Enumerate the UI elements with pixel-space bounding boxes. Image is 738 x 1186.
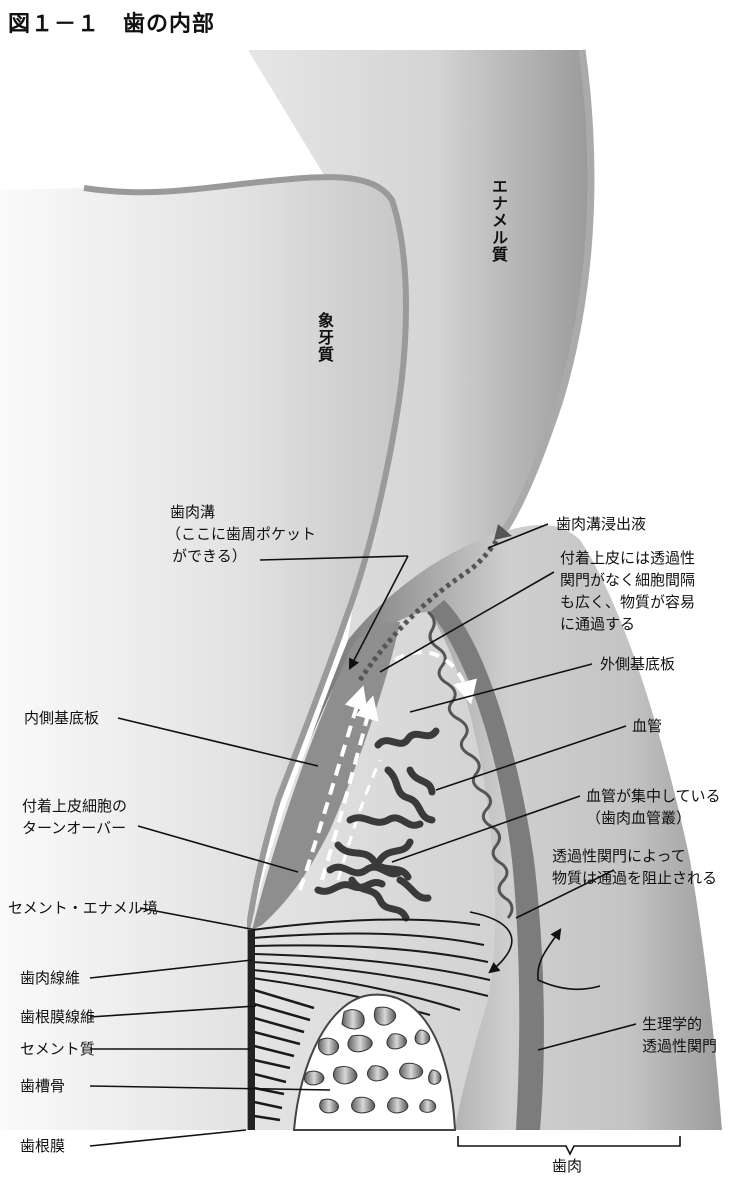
pdl-fibers-label: 歯根膜線維 (20, 1008, 96, 1026)
blood-vessel-label: 血管 (632, 717, 663, 735)
gingiva-bracket (457, 1136, 681, 1156)
figure-title: 図１－１ 歯の内部 (8, 12, 216, 37)
pdl-label: 歯根膜 (20, 1137, 66, 1155)
pdl-fiber-lines (253, 988, 315, 1122)
je-turnover-label-1: 付着上皮細胞の (22, 797, 128, 815)
leader-blood-vessel (435, 725, 627, 791)
enamel-label: エナメル質 (489, 178, 508, 263)
leader-physio (537, 1023, 637, 1051)
cementum-label: セメント質 (20, 1040, 95, 1058)
gingival-sulcus-label: 歯肉溝 (170, 503, 216, 521)
leader-barrier-arrow-1 (469, 911, 513, 974)
bone-trabeculae (303, 1006, 442, 1114)
leader-sulcus-arrow (348, 555, 409, 670)
je-note-1: 付着上皮には透過性 (560, 549, 696, 567)
alveolar-bone-label: 歯槽骨 (20, 1077, 66, 1095)
gingival-sulcus-note-1: （ここに歯周ポケット (166, 525, 317, 543)
leader-barrier-1 (515, 869, 615, 919)
gcf-flow-arrow (357, 530, 505, 682)
alveolar-bone (292, 993, 457, 1131)
turnover-arrow-2 (320, 695, 379, 881)
gingival-fibers-label: 歯肉線維 (20, 969, 81, 987)
barrier-label-1: 透過性関門によって (552, 847, 686, 865)
vascular-plexus-label-1: 血管が集中している (586, 787, 721, 805)
dentin-label: 象牙質 (315, 312, 334, 363)
leader-alveolar-bone (89, 1085, 331, 1091)
enamel-layer (248, 50, 591, 690)
je-note-2: 関門がなく細胞間隔 (560, 571, 696, 589)
outer-basal-lamina-line (427, 610, 514, 919)
barrier-label-2: 物質は通過を阻止される (552, 869, 718, 887)
dentin-layer (0, 177, 406, 1130)
leader-gcf (487, 523, 549, 549)
barrier-band (430, 600, 544, 1130)
turnover-arrow-1 (298, 685, 368, 891)
je-turnover-label-2: ターンオーバー (22, 819, 127, 837)
leader-sulcus (259, 555, 409, 561)
physiological-barrier-label-2: 透過性関門 (642, 1037, 718, 1055)
inner-basal-lamina-label: 内側基底板 (24, 709, 100, 727)
gingival-sulcus-note-2: ができる） (172, 547, 247, 565)
cej-label: セメント・エナメル境 (8, 899, 158, 917)
leader-je-note (379, 571, 555, 673)
leader-plexus (391, 795, 581, 863)
vascular-plexus-label-2: （歯肉血管叢） (586, 809, 692, 827)
leader-outer-basal-lamina (409, 663, 593, 713)
leader-gingival-fibers (89, 959, 253, 979)
je-note-3: も広く、物質が容易 (560, 593, 696, 611)
leader-je-turnover (137, 825, 299, 873)
leader-lines (89, 523, 637, 1147)
leader-inner-basal-lamina (117, 717, 319, 767)
blood-vessels (314, 727, 440, 922)
gcf-label: 歯肉溝浸出液 (556, 515, 647, 533)
enamel-rim (495, 49, 595, 543)
dentin-outline (83, 174, 409, 1130)
leader-barrier-arrow-2 (537, 928, 562, 981)
je-note-4: に通過する (560, 615, 636, 633)
cementum-strip (248, 930, 255, 1130)
leader-cej (139, 907, 257, 931)
leader-pdl-fibers (89, 1005, 257, 1018)
connective-tissue (250, 612, 496, 1130)
gingiva-label: 歯肉 (552, 1157, 583, 1175)
gingival-fiber-lines (251, 918, 491, 1016)
leader-pdl (89, 1129, 247, 1147)
outer-basal-lamina-label: 外側基底板 (600, 655, 676, 673)
physiological-barrier-label-1: 生理学的 (642, 1015, 703, 1033)
gcf-flow-arrowhead (494, 524, 512, 540)
leader-barrier-tail-2 (537, 979, 601, 991)
